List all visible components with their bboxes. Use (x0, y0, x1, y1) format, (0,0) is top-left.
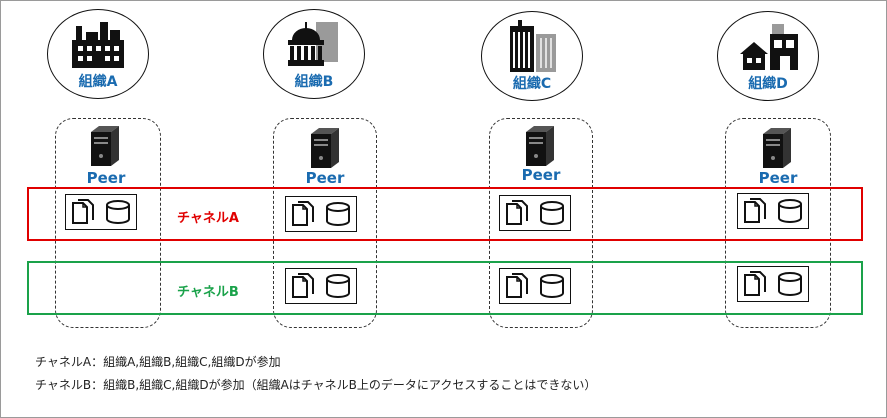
server-icon (91, 126, 119, 166)
ledger-b-org-c (499, 268, 571, 304)
org-label: 組織C (512, 76, 552, 92)
peer-container-b (273, 118, 377, 328)
government-building-icon (288, 22, 338, 66)
database-icon (778, 272, 802, 296)
ledger-a-org-b (285, 196, 357, 232)
database-icon (540, 274, 564, 298)
note-channel-a: チャネルA：組織A,組織B,組織C,組織Dが参加 (35, 355, 281, 369)
peer-container-c (489, 118, 593, 328)
house-and-shop-icon (740, 24, 798, 70)
server-icon (526, 126, 554, 166)
peer-label: Peer (758, 169, 798, 187)
ledger-b-org-d (737, 266, 809, 302)
documents-icon (744, 271, 766, 296)
documents-icon (506, 273, 528, 298)
ledger-a-org-d (737, 193, 809, 229)
channel-b-band (27, 261, 863, 315)
database-icon (106, 200, 130, 224)
peer-label: Peer (86, 169, 126, 187)
documents-icon (292, 201, 314, 226)
documents-icon (292, 273, 314, 298)
org-c-circle: 組織C (481, 11, 583, 101)
documents-icon (506, 200, 528, 225)
peer-container-a (55, 118, 161, 328)
org-label: 組織A (78, 74, 118, 90)
database-icon (326, 202, 350, 226)
server-icon (311, 128, 339, 168)
server-icon (763, 128, 791, 168)
office-towers-icon (510, 20, 556, 72)
database-icon (778, 199, 802, 223)
channel-a-band (27, 187, 863, 241)
org-label: 組織D (748, 76, 788, 92)
peer-label: Peer (305, 169, 345, 187)
peer-container-d (725, 118, 831, 328)
channel-b-label: チャネルB (177, 285, 239, 300)
org-label: 組織B (294, 74, 334, 90)
ledger-a-org-c (499, 195, 571, 231)
peer-label: Peer (521, 166, 561, 184)
org-b-circle: 組織B (263, 9, 365, 99)
database-icon (326, 274, 350, 298)
documents-icon (744, 198, 766, 223)
ledger-b-org-b (285, 268, 357, 304)
database-icon (540, 201, 564, 225)
documents-icon (72, 199, 94, 224)
ledger-a-org-a (65, 194, 137, 230)
channel-a-label: チャネルA (177, 211, 239, 226)
org-a-circle: 組織A (47, 9, 149, 99)
factory-icon (72, 22, 124, 68)
org-d-circle: 組織D (717, 11, 819, 101)
note-channel-b: チャネルB：組織B,組織C,組織Dが参加（組織AはチャネルB上のデータにアクセス… (35, 378, 597, 392)
